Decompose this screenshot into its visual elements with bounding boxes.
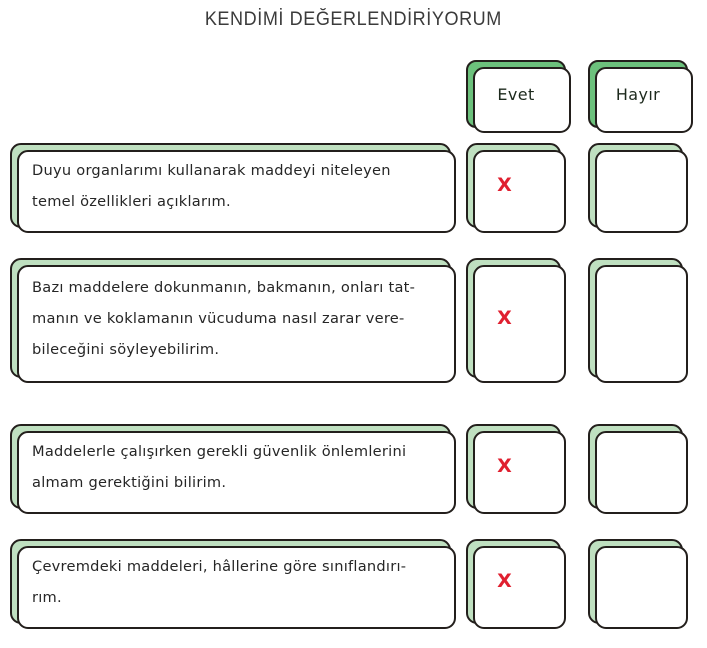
answer-mark-3-evet: X <box>497 455 512 477</box>
statement-text-2: Bazı maddelere dokunmanın, bakmanın, onl… <box>32 278 416 358</box>
column-header-hayir-label: Hayır <box>615 84 661 104</box>
answer-mark-2-evet: X <box>497 306 512 329</box>
answer-cell-2-evet[interactable]: X <box>466 258 566 383</box>
statement-text-1: Duyu organlarımı kullanarak maddeyi nite… <box>32 161 391 210</box>
statement-text-3: Maddelerle çalışırken gerekli güvenlik ö… <box>32 442 407 491</box>
answer-mark-1-evet: X <box>497 174 512 196</box>
statement-card-1: Duyu organlarımı kullanarak maddeyi nite… <box>10 143 456 233</box>
page-title: KENDİMİ DEĞERLENDİRİYORUM <box>204 9 503 30</box>
statement-card-2: Bazı maddelere dokunmanın, bakmanın, onl… <box>10 258 456 383</box>
answer-cell-4-hayir[interactable] <box>588 539 688 629</box>
answer-cell-3-evet[interactable]: X <box>466 424 566 514</box>
answer-cell-1-hayir[interactable] <box>588 143 688 233</box>
statement-card-4: Çevremdeki maddeleri, hâllerine göre sın… <box>10 539 456 629</box>
answer-cell-3-hayir[interactable] <box>588 424 688 514</box>
answer-cell-1-evet[interactable]: X <box>466 143 566 233</box>
answer-cell-4-evet[interactable]: X <box>466 539 566 629</box>
column-header-evet-label: Evet <box>497 84 535 104</box>
answer-mark-4-evet: X <box>497 570 512 592</box>
statement-text-4: Çevremdeki maddeleri, hâllerine göre sın… <box>32 557 407 606</box>
page-title-bar: KENDİMİ DEĞERLENDİRİYORUM <box>0 0 707 34</box>
statement-card-3: Maddelerle çalışırken gerekli güvenlik ö… <box>10 424 456 514</box>
column-header-evet: Evet <box>466 60 571 133</box>
column-header-hayir: Hayır <box>588 60 693 133</box>
answer-cell-2-hayir[interactable] <box>588 258 688 383</box>
